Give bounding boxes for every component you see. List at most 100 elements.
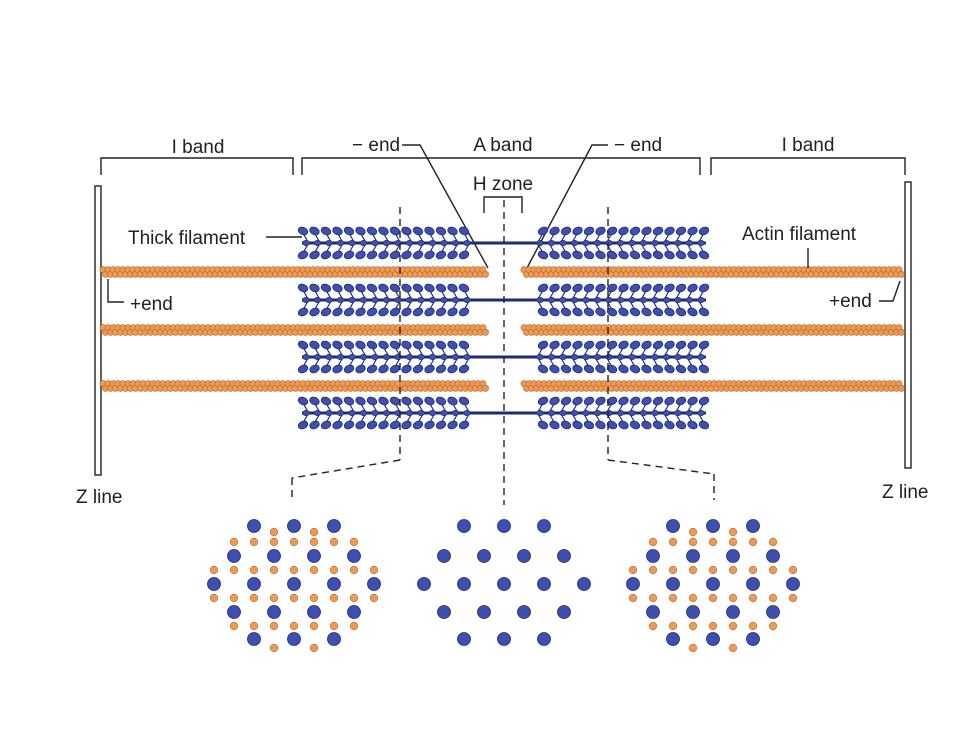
a-band-bracket	[301, 157, 701, 175]
myosin-head	[572, 283, 583, 293]
actin-filament-dot	[269, 593, 279, 603]
actin-filament-dot	[688, 643, 698, 653]
thick-filament-dot	[517, 605, 531, 619]
thick-filament-dot	[706, 632, 720, 646]
myosin-head	[309, 250, 320, 260]
myosin-head	[366, 396, 378, 406]
actin-filament-left-1	[99, 266, 489, 278]
myosin-head	[458, 340, 470, 350]
myosin-head	[355, 364, 366, 374]
myosin-head	[382, 354, 391, 360]
myosin-head	[595, 226, 606, 236]
thick-filament-3	[297, 340, 710, 374]
myosin-head	[297, 340, 309, 350]
myosin-head	[618, 283, 629, 293]
myosin-head	[378, 420, 389, 430]
myosin-head	[570, 354, 579, 360]
thick-filaments	[297, 226, 710, 430]
myosin-head	[662, 410, 671, 416]
myosin-head	[428, 297, 437, 303]
myosin-head	[378, 396, 389, 406]
myosin-head	[297, 396, 309, 406]
myosin-head	[447, 307, 458, 317]
thick-filament-label: Thick filament	[128, 228, 246, 249]
actin-filament-dot	[648, 537, 658, 547]
section-line-right-diag	[607, 459, 715, 475]
myosin-head	[343, 364, 355, 374]
myosin-head	[343, 307, 355, 317]
myosin-head	[687, 364, 698, 374]
myosin-head	[675, 250, 687, 260]
myosin-head	[595, 420, 606, 430]
myosin-head	[359, 297, 368, 303]
actin-filament-dot	[708, 565, 718, 575]
myosin-head	[412, 226, 424, 236]
thick-filament-dot	[577, 577, 591, 591]
thick-filament-dot	[666, 519, 680, 533]
actin-filament-dot	[329, 537, 339, 547]
thick-filament-dot	[307, 549, 321, 563]
myosin-head	[447, 226, 458, 236]
myosin-head	[378, 340, 389, 350]
myosin-head	[572, 396, 583, 406]
myosin-head	[629, 283, 641, 293]
myosin-head	[389, 283, 401, 293]
thick-filament-dot	[557, 605, 571, 619]
myosin-head	[366, 283, 378, 293]
myosin-head	[651, 240, 659, 246]
myosin-head	[463, 240, 471, 246]
actin-filament-dot	[289, 537, 299, 547]
myosin-head	[417, 410, 425, 416]
myosin-head	[458, 250, 470, 260]
actin-filament-dot	[269, 621, 279, 631]
myosin-head	[674, 354, 682, 360]
actin-filament-dot	[249, 593, 259, 603]
myosin-head	[302, 354, 310, 360]
thick-filament-dot	[746, 519, 760, 533]
actin-filament-dot	[708, 537, 718, 547]
myosin-head	[583, 307, 595, 317]
myosin-head	[583, 420, 595, 430]
thick-filament-dot	[557, 549, 571, 563]
band-brackets	[100, 157, 906, 213]
myosin-head	[428, 240, 437, 246]
myosin-head	[664, 307, 675, 317]
myosin-head	[664, 396, 675, 406]
thick-filament-dot	[227, 549, 241, 563]
myosin-head	[549, 283, 560, 293]
myosin-head	[549, 307, 560, 317]
myosin-head	[616, 297, 625, 303]
myosin-head	[537, 283, 549, 293]
myosin-head	[675, 307, 687, 317]
myosin-head	[618, 364, 629, 374]
myosin-head	[629, 340, 641, 350]
myosin-head	[537, 364, 549, 374]
myosin-head	[297, 420, 309, 430]
myosin-head	[320, 283, 332, 293]
myosin-head	[458, 364, 470, 374]
myosin-head	[378, 250, 389, 260]
myosin-head	[572, 307, 583, 317]
thick-filament-dot	[497, 577, 511, 591]
myosin-head	[463, 410, 471, 416]
myosin-head	[371, 240, 379, 246]
actin-filament-dot	[688, 527, 698, 537]
myosin-head	[652, 283, 664, 293]
actin-filament-dot	[768, 565, 778, 575]
myosin-head	[458, 226, 470, 236]
myosin-head	[664, 364, 675, 374]
myosin-head	[687, 226, 698, 236]
minus-end-left-label: − end	[352, 135, 400, 156]
myosin-head	[537, 250, 549, 260]
myosin-head	[549, 396, 560, 406]
actin-filament-dot	[349, 621, 359, 631]
myosin-head	[336, 297, 345, 303]
myosin-head	[313, 297, 322, 303]
plus-end-right-pointer	[879, 280, 901, 302]
actin-filament-dot	[768, 537, 778, 547]
myosin-head	[447, 420, 458, 430]
actin-bead	[482, 270, 489, 278]
myosin-head	[355, 340, 366, 350]
myosin-head	[685, 410, 694, 416]
